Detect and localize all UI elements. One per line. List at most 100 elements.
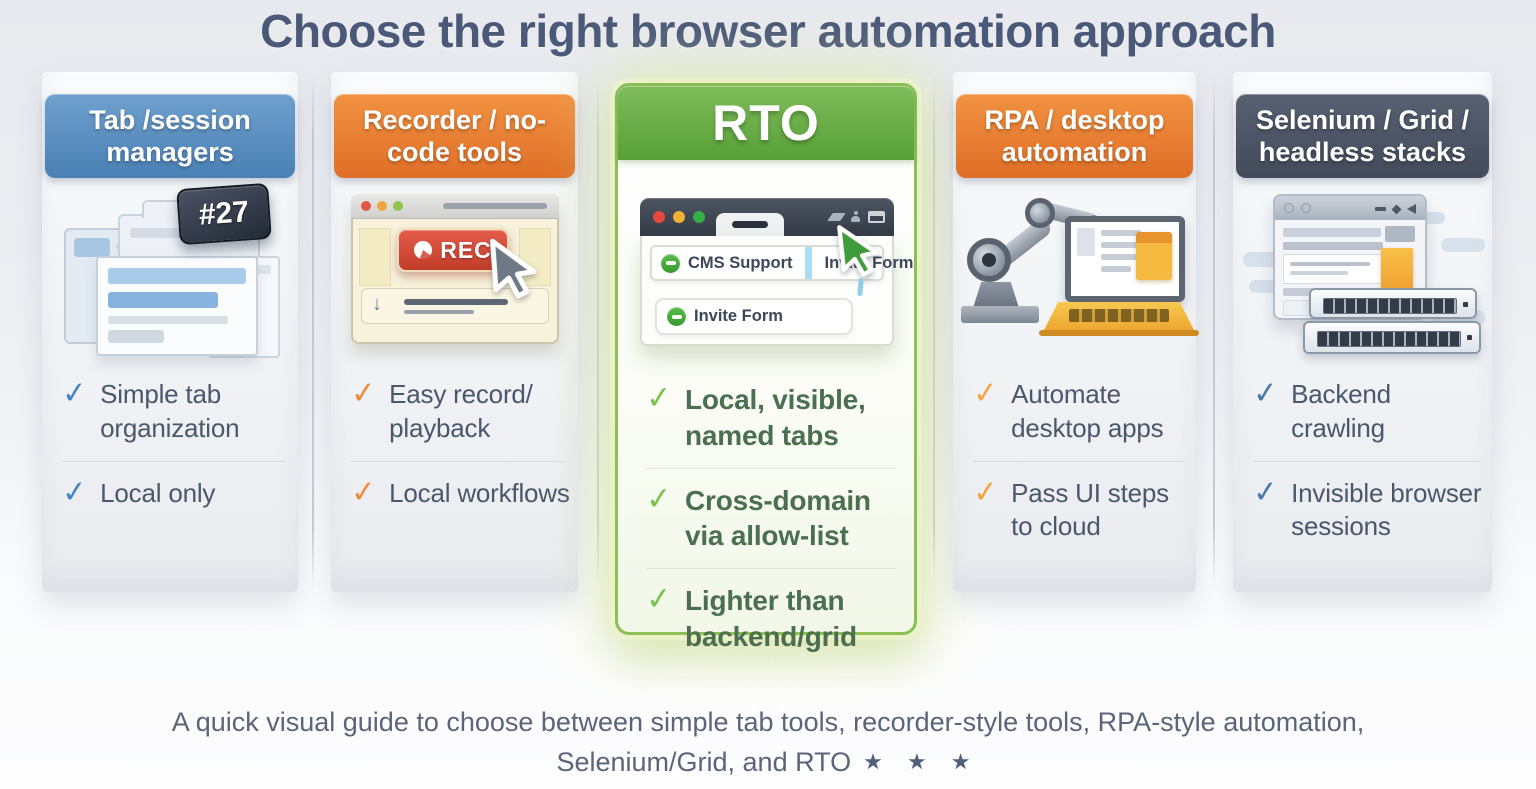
column-separator <box>597 76 599 588</box>
page-line <box>1283 242 1383 250</box>
server-led <box>1467 335 1472 340</box>
page-title: Choose the right browser automation appr… <box>260 5 1276 57</box>
bullet-item: ✓ Lighter than backend/grid <box>644 580 902 655</box>
check-icon: ✓ <box>971 375 1000 412</box>
titlebar-line <box>443 203 547 209</box>
server-rack-unit <box>1309 288 1477 319</box>
tab-status-icon <box>667 307 686 326</box>
bullet-text: Local workflows <box>389 477 570 508</box>
titlebar-dot-icon <box>1301 203 1311 213</box>
traffic-light-yellow-icon <box>377 201 387 211</box>
bullet-divider <box>646 467 896 469</box>
window-icon <box>868 211 885 223</box>
column-recorder-no-code: Recorder / no-code tools REC ↓ <box>331 72 578 592</box>
tab-count-badge: #27 <box>176 182 272 246</box>
window-tab-shape <box>74 238 110 257</box>
screen-orange-panel <box>1136 232 1172 280</box>
stars-icon: ★ ★ ★ <box>863 749 980 774</box>
titlebar-dot-icon <box>1284 203 1294 213</box>
column-selenium-grid: Selenium / Grid / headless stacks <box>1233 72 1492 592</box>
traffic-light-green-icon <box>693 211 705 223</box>
rto-browser-toolbar <box>640 198 894 236</box>
column-separator <box>1213 76 1215 588</box>
check-icon: ✓ <box>971 474 1000 510</box>
server-rack-unit <box>1303 321 1481 354</box>
named-tab-label: Invite Form <box>694 307 783 325</box>
diamond-icon <box>1391 204 1402 214</box>
bullet-item: ✓ Simple tab organization <box>60 375 290 446</box>
check-icon: ✓ <box>644 378 674 417</box>
footer-caption: A quick visual guide to choose between s… <box>0 702 1536 782</box>
down-arrow-icon: ↓ <box>372 293 382 315</box>
bullet-text: Simple tab organization <box>100 379 240 443</box>
bullet-list: ✓ Local, visible, named tabs ✓ Cross-dom… <box>644 378 902 655</box>
check-icon: ✓ <box>60 375 89 412</box>
bullet-divider <box>351 460 566 462</box>
window-line <box>249 265 271 274</box>
headless-stack-illustration <box>1243 192 1485 364</box>
bullet-item: ✓ Pass UI steps to cloud <box>971 474 1188 545</box>
bullet-divider <box>973 460 1184 462</box>
screen-sidebar <box>1077 228 1095 256</box>
row-line <box>404 310 474 314</box>
window-stack-illustration: #27 <box>60 182 280 370</box>
bullet-item: ✓ Cross-domain via allow-list <box>644 480 902 555</box>
page-line <box>1283 228 1381 237</box>
keyboard-keys <box>1069 309 1169 322</box>
bullet-item: ✓ Automate desktop apps <box>971 375 1188 446</box>
bullet-divider <box>646 568 896 570</box>
laptop-keyboard <box>1043 302 1195 332</box>
footer-line-2-text: Selenium/Grid, and RTO <box>556 747 852 777</box>
header-selenium-grid: Selenium / Grid / headless stacks <box>1236 94 1489 178</box>
bullet-text: Easy record/ playback <box>389 379 533 443</box>
grayscale-browser-window <box>1273 194 1427 320</box>
page-gray-box <box>1385 226 1415 242</box>
screen-line <box>1101 242 1141 248</box>
page-card <box>1283 254 1383 284</box>
header-tab-session-managers: Tab /session managers <box>45 94 295 178</box>
bullet-item: ✓ Local, visible, named tabs <box>644 378 902 454</box>
robot-base <box>961 306 1039 323</box>
window-bar <box>108 316 228 324</box>
rec-button-label: REC <box>440 236 492 263</box>
window-bar <box>108 292 218 308</box>
bullet-text: Local only <box>100 477 216 508</box>
footer-line-1: A quick visual guide to choose between s… <box>171 707 1365 737</box>
screen-line <box>1101 266 1131 272</box>
row-line <box>404 299 508 305</box>
bullet-text: Pass UI steps to cloud <box>1011 477 1169 542</box>
window-line <box>130 228 214 238</box>
footer-line-2: Selenium/Grid, and RTO ★ ★ ★ <box>0 742 1536 782</box>
robot-laptop-illustration <box>961 190 1199 362</box>
notch-dash <box>732 221 768 228</box>
bullet-list: ✓ Simple tab organization ✓ Local only <box>60 375 290 510</box>
bullet-item: ✓ Local workflows <box>349 474 570 511</box>
traffic-light-red-icon <box>361 201 371 211</box>
column-separator <box>933 76 935 588</box>
bullet-text: Invisible browser sessions <box>1291 477 1482 542</box>
column-rpa-desktop: RPA / desktop automation ✓ Auto <box>953 72 1199 592</box>
bullet-item: ✓ Invisible browser sessions <box>1251 474 1484 545</box>
bullet-list: ✓ Automate desktop apps ✓ Pass UI steps … <box>971 375 1188 545</box>
screen-line <box>1101 254 1141 260</box>
recorder-titlebar <box>351 194 559 219</box>
check-icon: ✓ <box>349 474 378 510</box>
card-line <box>1290 262 1370 266</box>
tab-divider <box>804 247 812 279</box>
server-led <box>1463 302 1468 307</box>
laptop-screen <box>1065 216 1185 302</box>
laptop-edge <box>1039 330 1199 336</box>
robot-pedestal <box>973 282 1019 308</box>
bullet-text: Automate desktop apps <box>1011 379 1164 443</box>
browser-titlebar <box>1275 196 1425 220</box>
bullet-item: ✓ Backend crawling <box>1252 376 1484 446</box>
background-blob <box>1441 238 1485 252</box>
bullet-list: ✓ Easy record/ playback ✓ Local workflow… <box>349 376 570 511</box>
card-line <box>1290 271 1348 275</box>
column-tab-session-managers: Tab /session managers #27 ✓ Simple tab o… <box>42 72 298 592</box>
bullet-text: Backend crawling <box>1291 379 1391 443</box>
browser-window-front <box>96 256 258 356</box>
bullet-text: Lighter than backend/grid <box>684 585 857 653</box>
check-icon: ✓ <box>1251 474 1280 510</box>
